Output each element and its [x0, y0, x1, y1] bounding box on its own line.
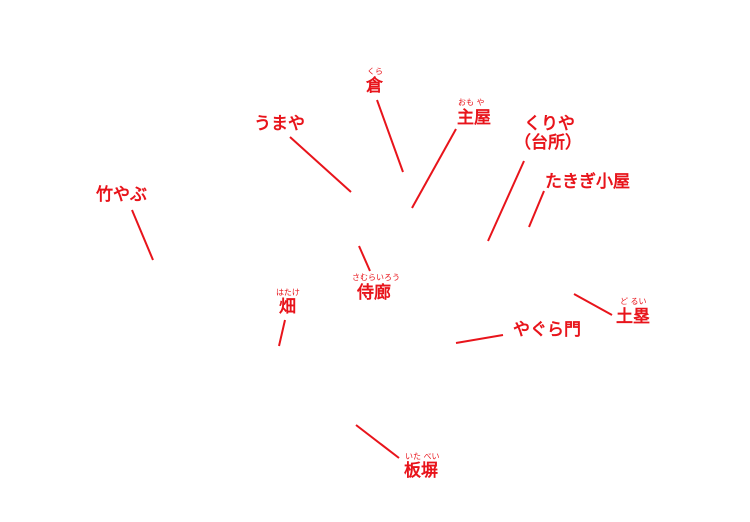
leader-line-saburairou: [358, 245, 371, 272]
leader-line-kura: [376, 99, 404, 173]
leader-line-umaya: [289, 136, 352, 193]
label-yaguramon: やぐら門: [513, 320, 581, 340]
leader-line-hatake: [278, 319, 286, 347]
label-umaya: うまや: [254, 114, 305, 134]
label-saburairou-furigana: さむらいろう: [352, 273, 400, 282]
leader-line-itabei: [355, 424, 400, 459]
label-itabei: 板塀: [404, 461, 438, 481]
leader-line-takeyabu: [131, 209, 154, 261]
label-omoya: 主屋: [457, 108, 491, 128]
leader-line-yaguramon: [455, 334, 504, 344]
leader-line-takigigoya: [528, 190, 545, 228]
label-kuriya-line2: （台所）: [514, 133, 582, 153]
label-takeyabu: 竹やぶ: [96, 185, 147, 205]
label-kura: 倉: [366, 76, 383, 96]
leader-line-omoya: [411, 128, 457, 209]
label-hatake-furigana: はたけ: [276, 288, 300, 297]
leader-line-doryui: [573, 293, 613, 316]
label-kuriya-line1: くりや: [524, 114, 575, 134]
label-itabei-furigana: いた べい: [405, 452, 440, 461]
label-takigigoya: たきぎ小屋: [545, 172, 630, 192]
label-kura-furigana: くら: [367, 67, 383, 76]
label-doryui-furigana: ど るい: [620, 297, 647, 306]
leader-line-kuriya: [487, 160, 525, 242]
label-doryui: 土塁: [616, 307, 650, 327]
label-hatake: 畑: [279, 297, 296, 317]
label-saburairou: 侍廊: [357, 283, 391, 303]
label-omoya-furigana: おも や: [458, 98, 485, 107]
